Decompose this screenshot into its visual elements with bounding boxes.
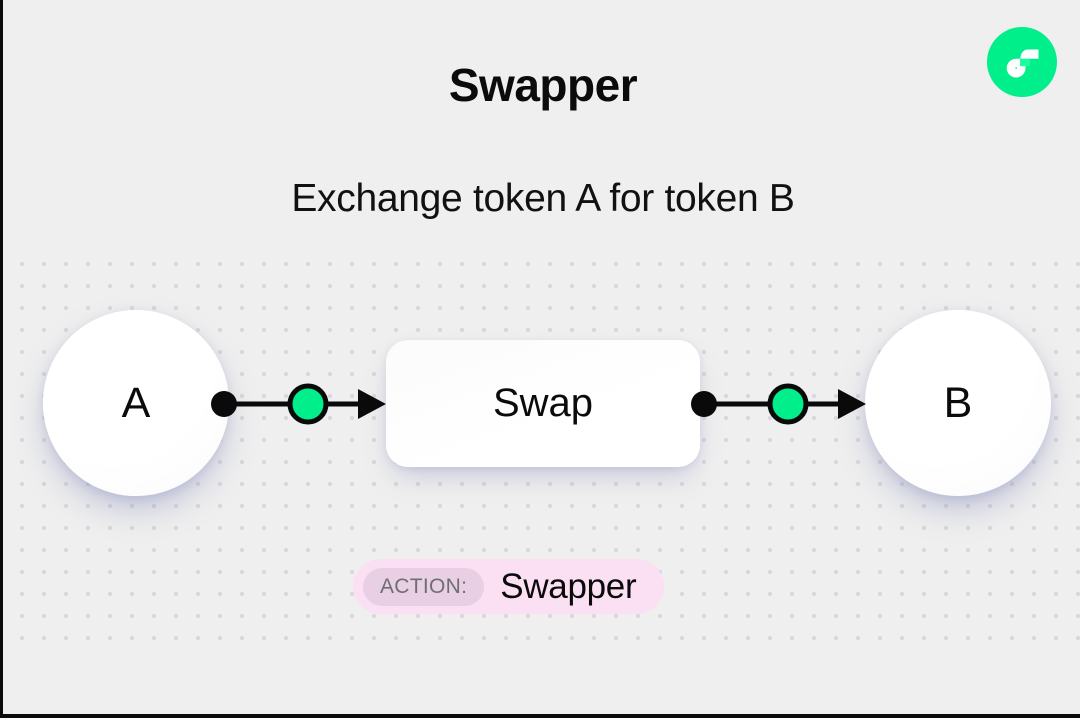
node-token-a-label: A [121, 378, 151, 427]
node-token-a[interactable]: A [43, 310, 229, 496]
node-token-b-label: B [943, 378, 973, 427]
connector-swap-to-token-b[interactable] [688, 382, 868, 431]
node-swap-label: Swap [492, 381, 594, 425]
page-subtitle: Exchange token A for token B [291, 177, 795, 220]
node-swap[interactable]: Swap [386, 340, 700, 467]
action-badge: ACTION: Swapper [353, 559, 665, 614]
action-badge-label: ACTION: [363, 567, 485, 606]
flow-logo-icon [987, 27, 1057, 97]
page-title: Swapper [448, 59, 638, 111]
connector-token-a-to-swap[interactable] [208, 382, 388, 431]
node-token-b[interactable]: B [865, 310, 1051, 496]
action-badge-value: Swapper [500, 566, 637, 606]
